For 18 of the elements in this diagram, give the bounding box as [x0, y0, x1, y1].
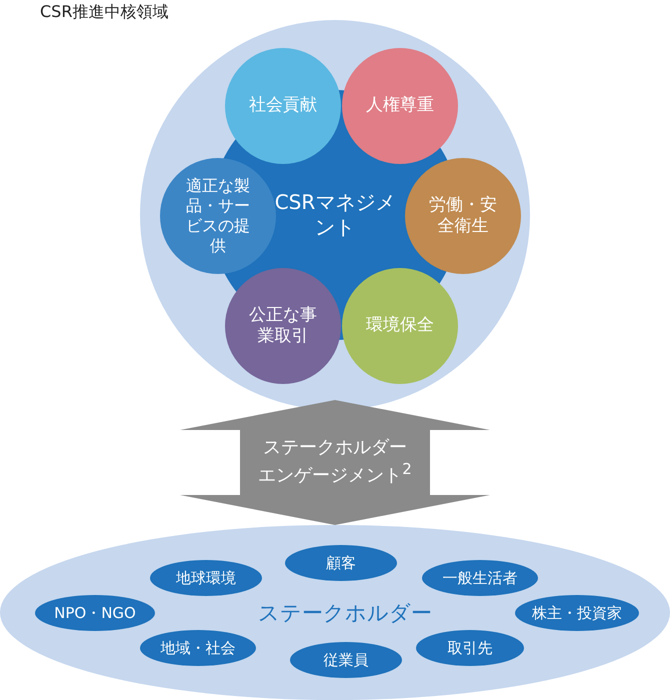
- arrow-label: ステークホルダーエンゲージメント$^{2}$: [257, 437, 413, 487]
- node-label: 従業員: [324, 650, 368, 670]
- node-label: 一般生活者: [442, 568, 518, 588]
- node-label: 公正な事業取引: [248, 304, 318, 348]
- node-label: 株主・投資家: [532, 604, 622, 622]
- node-label: 取引先: [448, 638, 492, 658]
- node-label: 人権尊重: [366, 95, 434, 117]
- node-label: 労働・安全衛生: [428, 194, 498, 238]
- node-label: 地球環境: [176, 568, 236, 588]
- node-label: NPO・NGO: [54, 604, 136, 622]
- node-label: 環境保全: [366, 315, 434, 337]
- node-label: 顧客: [326, 554, 356, 572]
- node-label: 社会貢献: [249, 95, 317, 117]
- node-label: CSRマネジメント: [274, 190, 396, 240]
- node-label: 適正な製品・サービスの提供: [185, 176, 251, 256]
- node-label: 地域・社会: [160, 638, 236, 658]
- group-heading: ステークホルダー: [258, 600, 432, 626]
- node-label: CSR推進中核領域: [40, 2, 168, 22]
